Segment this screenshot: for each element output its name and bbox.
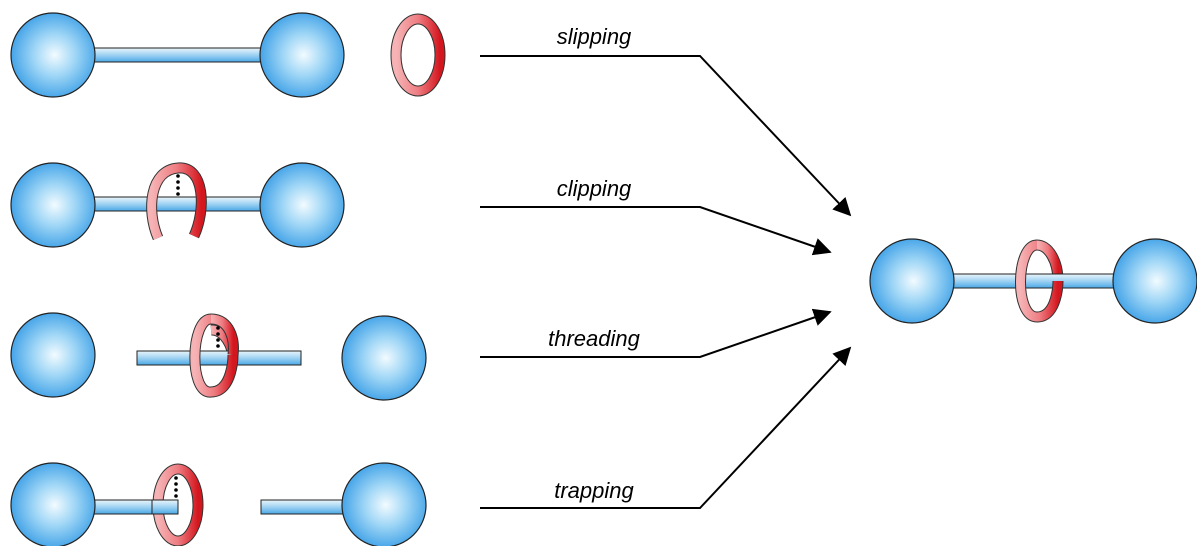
axle-rod xyxy=(89,196,266,212)
sphere-stopper xyxy=(259,12,345,98)
sphere-stopper xyxy=(10,462,96,546)
sphere-stopper xyxy=(341,315,427,401)
axle-rod xyxy=(944,273,1126,289)
hydrogen-bond-dots xyxy=(174,476,178,498)
reactant-slipping xyxy=(10,12,446,98)
route-label-slipping: slipping xyxy=(557,24,632,49)
sphere-stopper xyxy=(10,12,96,98)
reactant-threading xyxy=(10,312,427,401)
axle-rod xyxy=(151,499,179,515)
hydrogen-bond-dots xyxy=(216,326,220,348)
route-label-threading: threading xyxy=(548,326,641,351)
product-rotaxane xyxy=(869,238,1197,324)
sphere-stopper xyxy=(1112,238,1197,324)
reactant-trapping xyxy=(10,462,427,546)
reaction-arrows xyxy=(480,55,852,509)
macrocycle-ring xyxy=(1015,239,1064,323)
sphere-stopper xyxy=(10,312,96,398)
route-label-clipping: clipping xyxy=(557,176,632,201)
macrocycle-clip-ring xyxy=(146,162,207,241)
reaction-arrow-threading xyxy=(480,308,832,358)
reactant-clipping xyxy=(10,162,345,248)
route-label-trapping: trapping xyxy=(554,478,634,503)
macrocycle-ring xyxy=(189,313,239,398)
sphere-stopper xyxy=(10,162,96,248)
axle-rod xyxy=(136,350,302,366)
reaction-arrow-slipping xyxy=(480,55,852,217)
reaction-arrow-clipping xyxy=(480,206,832,256)
sphere-stopper xyxy=(341,462,427,546)
macrocycle-ring xyxy=(390,13,446,97)
reaction-arrow-trapping xyxy=(480,346,852,509)
axle-rod xyxy=(89,47,266,63)
axle-rod xyxy=(260,499,350,515)
sphere-stopper xyxy=(259,162,345,248)
sphere-stopper xyxy=(869,238,955,324)
hydrogen-bond-dots xyxy=(176,174,180,196)
